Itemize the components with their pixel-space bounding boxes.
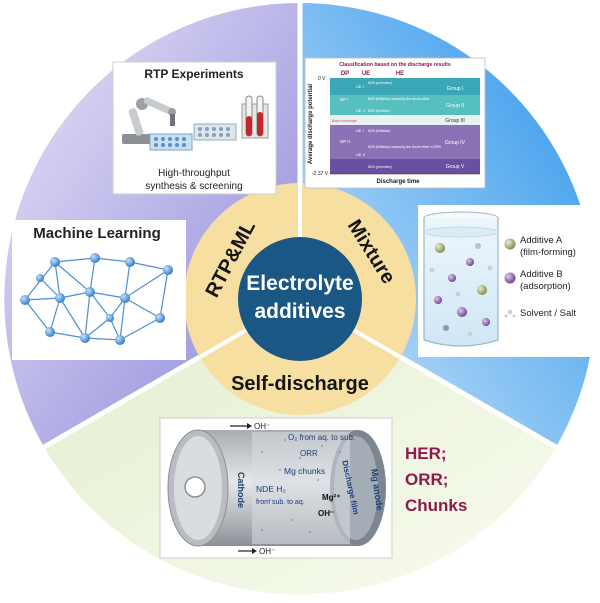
battery-cylinder-icon <box>167 429 386 547</box>
legend-solvent: Solvent / Salt <box>520 308 576 319</box>
note-7: NDE (promotion) <box>368 165 392 169</box>
rtp-caption-line2: synthesis & screening <box>145 181 242 192</box>
ue-label-2: UE II <box>356 108 365 113</box>
sd-mg2: Mg²⁺ <box>322 493 340 502</box>
sd-oh-top: OH⁻ <box>254 422 270 431</box>
legend-additive-a-line1: Additive A <box>520 235 563 246</box>
sd-oh: OH⁻ <box>318 509 334 518</box>
sd-from-sub: from sub. to aq. <box>256 499 305 506</box>
note-5: NDE (inhibition) <box>368 129 390 133</box>
sd-cathode: Cathode <box>236 472 246 508</box>
note-4: Blank electrolyte <box>332 119 357 123</box>
legend-additive-b-line2: (adsorption) <box>520 281 571 292</box>
ue-label-3: UE I <box>356 128 364 133</box>
legend-solvent-icon <box>504 309 516 318</box>
sd-orr: ORR <box>300 449 318 458</box>
ml-title: Machine Learning <box>33 225 161 242</box>
well-plate-icon <box>149 123 237 151</box>
center-circle <box>238 237 362 361</box>
note-2: NDE (inhibition) caused by the chunk eff… <box>368 97 429 101</box>
sd-mg-chunks: Mg chunks <box>284 466 325 476</box>
sd-oh-bottom: OH⁻ <box>259 547 275 556</box>
chart-xlabel: Discharge time <box>376 179 420 185</box>
test-tube-icon <box>241 95 269 139</box>
molecules-in-beaker <box>429 243 493 337</box>
col-dp: DP <box>341 71 349 77</box>
group-label-5: Group V <box>446 164 465 170</box>
rtp-panel: RTP Experiments <box>112 61 277 195</box>
group-label-3: Group III <box>445 118 464 124</box>
rtp-caption-line1: High-throughput <box>158 168 230 179</box>
group-label-4: Group IV <box>445 140 466 146</box>
mechanism-orr: ORR; <box>405 470 448 489</box>
chart-ylabel: Average discharge potential <box>308 84 314 164</box>
band-group-1 <box>330 78 480 95</box>
chart-title: Classification based on the discharge re… <box>339 62 451 68</box>
neural-network-icon <box>24 257 169 341</box>
beaker-icon <box>423 211 499 347</box>
ml-panel: Machine Learning <box>12 220 186 360</box>
cathode-terminal <box>184 476 206 498</box>
band-group-4 <box>330 125 480 159</box>
legend-additive-b-line1: Additive B <box>520 269 563 280</box>
center-title-line2: additives <box>254 300 345 323</box>
dp-label-2: DP II <box>340 139 350 144</box>
rtp-title: RTP Experiments <box>144 67 243 81</box>
self-discharge-panel: OH⁻ OH⁻ O₂ from aq. to sub. ORR Cathode … <box>159 417 393 559</box>
discharge-classification-panel: Classification based on the discharge re… <box>304 57 486 189</box>
ring-label-self-discharge: Self-discharge <box>231 373 369 395</box>
chart-ybottom: -2.37 V <box>312 171 329 177</box>
band-group-3 <box>330 115 480 125</box>
note-1: NDE (promotion) <box>368 81 392 85</box>
ue-label-4: UE II <box>356 152 365 157</box>
ue-label-1: UE I <box>356 84 364 89</box>
sd-nde-h2: NDE H₂ <box>256 484 286 494</box>
chart-ytop: 0 V <box>318 76 326 82</box>
note-3: NDE (inhibition) <box>368 109 390 113</box>
dp-label-1: DP I <box>340 97 349 102</box>
band-group-5 <box>330 159 480 174</box>
group-label-2: Group II <box>446 103 464 109</box>
legend-additive-a-line2: (film-forming) <box>520 247 576 258</box>
legend-additive-a-icon <box>504 238 516 250</box>
mechanism-chunks: Chunks <box>405 496 467 515</box>
group-label-1: Group I <box>447 86 464 92</box>
note-6: NDE (inhibition) caused by the chunk eff… <box>368 145 441 149</box>
band-group-2 <box>330 95 480 115</box>
robot-arm-icon <box>122 97 176 144</box>
legend-additive-b-icon <box>504 272 516 284</box>
center-title-line1: Electrolyte <box>246 272 353 295</box>
mechanism-her: HER; <box>405 444 447 463</box>
network-nodes <box>20 253 173 345</box>
mixture-panel: Additive A (film-forming) Additive B (ad… <box>418 205 596 357</box>
col-he: HE <box>396 71 404 77</box>
col-ue: UE <box>362 71 370 77</box>
sd-o2-line: O₂ from aq. to sub. <box>288 433 355 442</box>
